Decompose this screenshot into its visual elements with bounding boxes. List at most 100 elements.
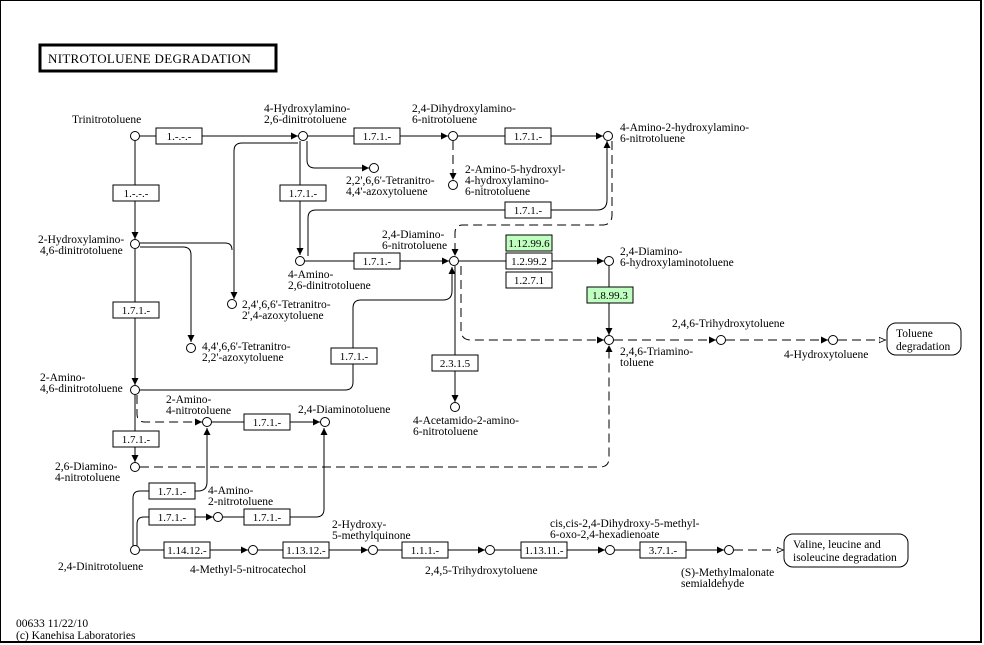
enzyme-box[interactable]: 1.7.1.- — [243, 413, 291, 431]
compound-label: 4-Acetamido-2-amino- — [413, 415, 519, 427]
compound-4-hydroxylamino-2-6-dnt[interactable] — [298, 131, 308, 141]
compound-2-amino-4-6-dnt[interactable] — [130, 385, 140, 395]
enzyme-box[interactable]: 1.13.12.- — [282, 541, 330, 559]
compound-4-acetamido-2-amino-6-nt[interactable] — [450, 402, 460, 412]
edge — [307, 141, 611, 256]
compound-2-4-diamino-6-ha-toluene[interactable] — [604, 256, 614, 266]
compound-label: 2,4',6,6'-Tetranitro- — [242, 299, 331, 311]
footer: 00633 11/22/10 (c) Kanehisa Laboratories — [16, 618, 136, 642]
enzyme-box[interactable]: 1.14.12.- — [163, 541, 211, 559]
compound-label: 6-hydroxylaminotoluene — [620, 257, 734, 269]
enzyme-label: 1.7.1.- — [122, 434, 151, 446]
enzyme-box[interactable]: 1.7.1.- — [148, 482, 196, 500]
compound-4-hydroxytoluene[interactable] — [828, 335, 838, 345]
map-label: Valine, leucine and — [793, 539, 881, 551]
compound-label: 2,4-Diaminotoluene — [298, 404, 390, 416]
compound-2-4-6-trihydroxytoluene[interactable] — [716, 335, 726, 345]
compound-label: 2-Hydroxylamino- — [38, 234, 124, 246]
enzyme-box[interactable]: 2.3.1.5 — [431, 354, 479, 372]
compound-label: 4,6-dinitrotoluene — [40, 383, 123, 395]
compound-label: 4-Methyl-5-nitrocatechol — [190, 564, 306, 576]
compound-label: 2-Hydroxy- — [332, 519, 386, 531]
enzyme-box[interactable]: 1.7.1.- — [279, 184, 327, 202]
enzymes: 1.-.-.- 1.-.-.- 1.7.1.- 1.7.1.- 1.7.1.- … — [112, 127, 687, 559]
compound-4-amino-2-6-dnt[interactable] — [295, 256, 305, 266]
compound-labels: Trinitrotoluene 4-Hydroxylamino- 2,6-din… — [38, 103, 868, 590]
compound-label: semialdehyde — [681, 578, 744, 590]
map-label: isoleucine degradation — [793, 552, 897, 564]
compound-2-4-diaminotoluene[interactable] — [320, 417, 330, 427]
compound-label: 4-hydroxylamino- — [465, 175, 549, 187]
copyright: (c) Kanehisa Laboratories — [16, 630, 136, 642]
enzyme-label: 1.7.1.- — [158, 486, 187, 498]
compound-label: 4,6-dinitrotoluene — [40, 245, 123, 257]
enzyme-box[interactable]: 1.1.1.- — [401, 541, 449, 559]
compound-label: 4-nitrotoluene — [166, 405, 231, 417]
compound-tetranitro-22-azoxytoluene[interactable] — [186, 343, 196, 353]
compound-2-amino-4-nt[interactable] — [202, 417, 212, 427]
compound-2-hydroxylamino-4-6-dnt[interactable] — [130, 239, 140, 249]
compound-label: 6-nitrotoluene — [620, 133, 685, 145]
enzyme-box[interactable]: 1.2.7.1 — [505, 271, 553, 289]
enzyme-box[interactable]: 1.2.99.2 — [505, 252, 553, 270]
compound-4-amino-2-hydroxylamino-6-nt[interactable] — [603, 131, 613, 141]
compound-s-methylmalonate-semialdehyde[interactable] — [724, 545, 734, 555]
compound-2-4-dihydroxylamino-6-nt[interactable] — [448, 131, 458, 141]
compound-label: 2,4-Diamino- — [382, 229, 444, 241]
compound-label: 6-nitrotoluene — [412, 114, 477, 126]
compound-cis-cis-dihydroxy-hexadienoate[interactable] — [605, 545, 615, 555]
compound-2-4-dinitrotoluene[interactable] — [130, 545, 140, 555]
enzyme-box[interactable]: 1.7.1.- — [504, 201, 552, 219]
compound-label: 2,6-dinitrotoluene — [288, 280, 371, 292]
enzyme-box[interactable]: 1.7.1.- — [330, 347, 378, 365]
compound-tetranitro-24-azoxytoluene[interactable] — [227, 299, 237, 309]
enzyme-box[interactable]: 1.-.-.- — [112, 184, 160, 202]
enzyme-label: 1.8.99.3 — [592, 290, 628, 302]
compound-2-4-6-triaminotoluene[interactable] — [604, 335, 614, 345]
enzyme-label: 1.7.1.- — [514, 131, 543, 143]
enzyme-box-highlighted[interactable]: 1.12.99.6 — [505, 234, 553, 252]
enzyme-box-highlighted[interactable]: 1.8.99.3 — [586, 286, 634, 304]
enzyme-label: 2.3.1.5 — [440, 358, 471, 370]
title-box[interactable]: NITROTOLUENE DEGRADATION — [38, 43, 278, 73]
compound-label: 4-Amino- — [288, 269, 334, 281]
enzyme-label: 1.-.-.- — [167, 131, 192, 143]
compound-label: 2,4-Diamino- — [620, 246, 682, 258]
compound-label: 4-nitrotoluene — [55, 472, 120, 484]
compound-trinitrotoluene[interactable] — [130, 131, 140, 141]
enzyme-box[interactable]: 1.7.1.- — [353, 127, 401, 145]
enzyme-label: 1.13.12.- — [286, 545, 326, 557]
enzyme-box[interactable]: 1.7.1.- — [148, 508, 196, 526]
compound-label: 2-Amino- — [40, 372, 86, 384]
enzyme-box[interactable]: 1.7.1.- — [112, 301, 160, 319]
map-link-valine-leucine-isoleucine-degradation[interactable]: Valine, leucine and isoleucine degradati… — [783, 533, 909, 568]
enzyme-box[interactable]: 3.7.1.- — [639, 541, 687, 559]
enzyme-box[interactable]: 1.7.1.- — [353, 252, 401, 270]
enzyme-label: 1.-.-.- — [124, 188, 149, 200]
dashed-edge — [451, 141, 613, 256]
compound-2-4-diamino-6-nt[interactable] — [449, 256, 459, 266]
enzyme-box[interactable]: 1.7.1.- — [112, 430, 160, 448]
enzyme-box[interactable]: 1.7.1.- — [243, 508, 291, 526]
enzyme-label: 1.7.1.- — [253, 512, 282, 524]
compound-tetranitro-44-azoxytoluene[interactable] — [369, 163, 379, 173]
compound-4-methyl-5-nitrocatechol[interactable] — [248, 545, 258, 555]
enzyme-box[interactable]: 1.13.11.- — [520, 541, 568, 559]
enzyme-label: 3.7.1.- — [649, 545, 678, 557]
compound-label: 2,2'-azoxytoluene — [202, 352, 284, 364]
map-link-toluene-degradation[interactable]: Toluene degradation — [886, 322, 962, 356]
map-label: Toluene — [896, 328, 933, 340]
compounds — [130, 131, 838, 555]
enzyme-box[interactable]: 1.7.1.- — [504, 127, 552, 145]
compound-label: toluene — [620, 357, 654, 369]
compound-4-amino-2-nt[interactable] — [213, 512, 223, 522]
compound-label: 2-Amino-5-hydroxyl- — [465, 164, 565, 176]
compound-label: 4-Hydroxytoluene — [784, 349, 868, 361]
enzyme-box[interactable]: 1.-.-.- — [155, 127, 203, 145]
compound-2-4-5-trihydroxytoluene[interactable] — [485, 545, 495, 555]
compound-label: 4-Hydroxylamino- — [264, 103, 350, 115]
compound-2-6-diamino-4-nt[interactable] — [130, 462, 140, 472]
compound-2-amino-5-hydroxyl[interactable] — [448, 180, 458, 190]
compound-label: 2,6-dinitrotoluene — [264, 114, 347, 126]
compound-2-hydroxy-5-methylquinone[interactable] — [368, 545, 378, 555]
